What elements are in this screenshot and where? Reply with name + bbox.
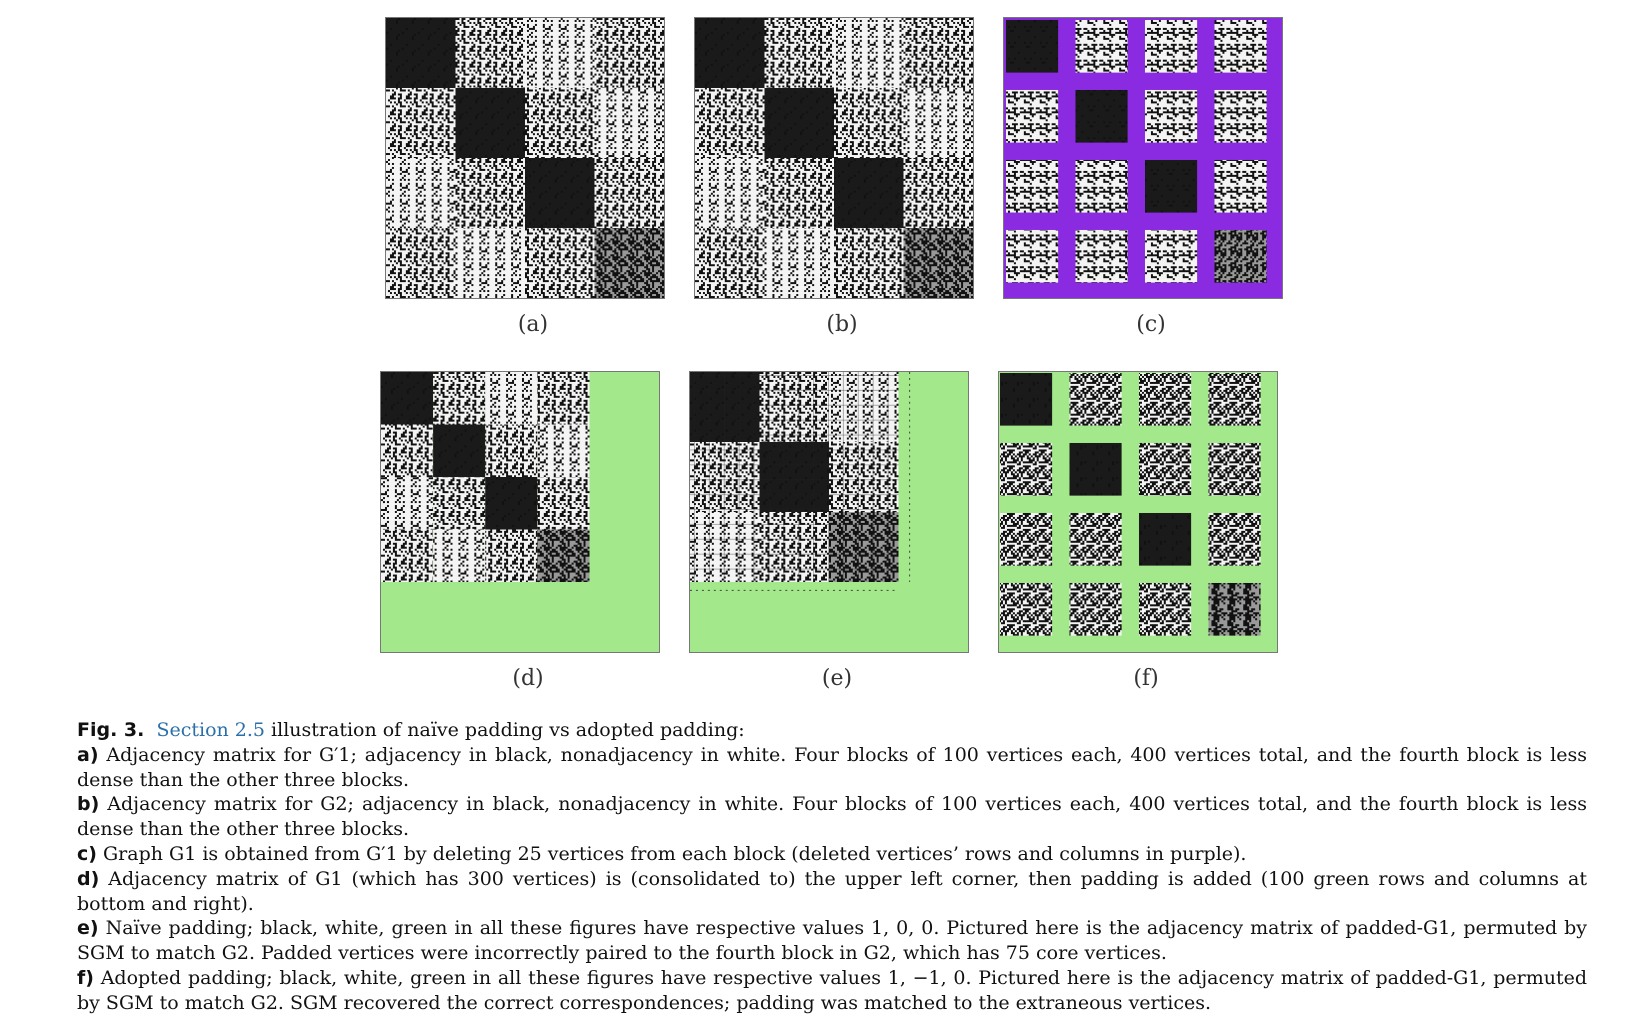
caption-item-a: a) Adjacency matrix for G′1; adjacency i… — [77, 743, 1587, 793]
caption-item-e: e) Naïve padding; black, white, green in… — [77, 916, 1587, 966]
caption-key-e: e) — [77, 917, 99, 940]
caption-text-d: Adjacency matrix of G1 (which has 300 ve… — [77, 867, 1587, 915]
caption-item-d: d) Adjacency matrix of G1 (which has 300… — [77, 867, 1587, 917]
panel-d-label: (d) — [512, 666, 544, 691]
caption-item-f: f) Adopted padding; black, white, green … — [77, 966, 1587, 1016]
caption-key-b: b) — [77, 793, 100, 816]
caption-text-e: Naïve padding; black, white, green in al… — [77, 917, 1587, 965]
panel-b-matrix — [694, 17, 974, 299]
panel-c-label: (c) — [1136, 312, 1166, 337]
panel-e-label: (e) — [821, 666, 853, 691]
panel-f-matrix — [998, 371, 1278, 653]
panel-b-label: (b) — [826, 312, 858, 337]
caption-key-d: d) — [77, 867, 100, 890]
figure-caption: Fig. 3. Section 2.5 illustration of naïv… — [77, 718, 1587, 1016]
panel-e-matrix — [689, 371, 969, 653]
caption-text-a: Adjacency matrix for G′1; adjacency in b… — [77, 743, 1587, 791]
panel-d-matrix — [380, 371, 660, 653]
panel-a-label: (a) — [517, 312, 549, 337]
caption-key-a: a) — [77, 743, 99, 766]
section-link[interactable]: Section 2.5 — [156, 719, 266, 741]
caption-text-f: Adopted padding; black, white, green in … — [77, 966, 1587, 1014]
panel-f-label: (f) — [1133, 666, 1159, 691]
caption-header: Fig. 3. Section 2.5 illustration of naïv… — [77, 718, 1587, 743]
caption-intro: illustration of naïve padding vs adopted… — [265, 719, 745, 741]
caption-text-c: Graph G1 is obtained from G′1 by deletin… — [103, 842, 1247, 865]
caption-key-f: f) — [77, 966, 94, 989]
panel-a-matrix — [385, 17, 665, 299]
panel-c-matrix — [1003, 17, 1283, 299]
caption-item-c: c) Graph G1 is obtained from G′1 by dele… — [77, 842, 1587, 867]
caption-key-c: c) — [77, 842, 97, 865]
caption-item-b: b) Adjacency matrix for G2; adjacency in… — [77, 792, 1587, 842]
figure-label: Fig. 3. — [77, 719, 145, 741]
caption-text-b: Adjacency matrix for G2; adjacency in bl… — [77, 793, 1587, 841]
